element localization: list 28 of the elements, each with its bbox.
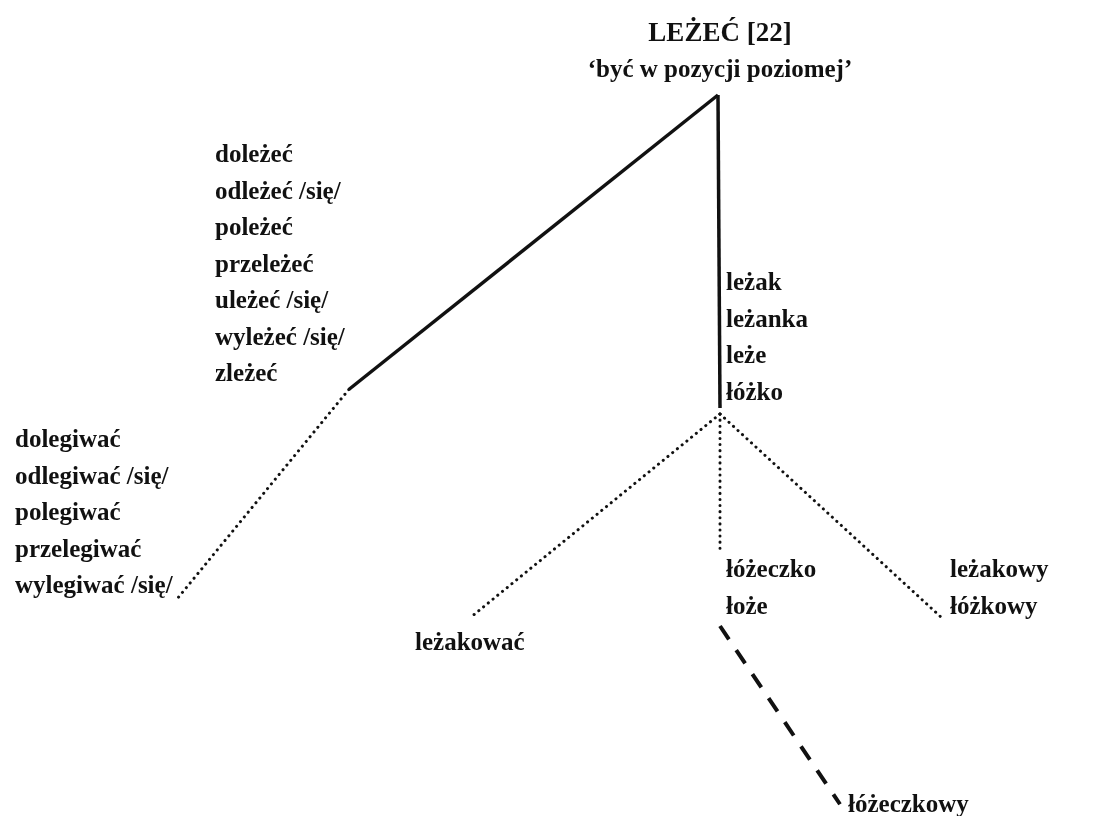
derived-word: odlegiwać /się/ (15, 460, 169, 491)
derived-word: wyleżeć /się/ (215, 321, 345, 352)
derived-word: dolegiwać (15, 424, 121, 454)
derived-word: łóżkowy (950, 590, 1038, 621)
branch-line (718, 412, 944, 620)
derived-word: przeleżeć (215, 248, 314, 279)
derived-word: uleżeć /się/ (215, 285, 329, 315)
branch-line (718, 624, 842, 806)
headword: LEŻEĆ [22] (648, 16, 792, 49)
branch-line (716, 95, 722, 408)
branch-line (175, 388, 351, 601)
derived-word: leżanka (726, 303, 808, 334)
derived-word: łóżeczko (726, 554, 817, 584)
derived-word: wylegiwać /się/ (15, 570, 173, 600)
derived-word: leżakowy (950, 554, 1049, 584)
derived-word: łoże (726, 590, 768, 621)
derived-word: odleżeć /się/ (215, 175, 341, 206)
derived-word: przelegiwać (15, 533, 142, 564)
derived-word: poleżeć (215, 212, 293, 242)
derived-word: doleżeć (215, 139, 293, 169)
definition: ‘być w pozycji poziomej’ (587, 53, 853, 84)
derived-word: polegiwać (15, 497, 121, 527)
derived-word: zleżeć (215, 358, 278, 388)
derived-word: leżak (726, 267, 782, 297)
derived-word: łóżko (726, 376, 783, 407)
derived-word: leże (726, 340, 767, 370)
branch-line (347, 93, 720, 391)
derived-word: leżakować (415, 627, 525, 657)
